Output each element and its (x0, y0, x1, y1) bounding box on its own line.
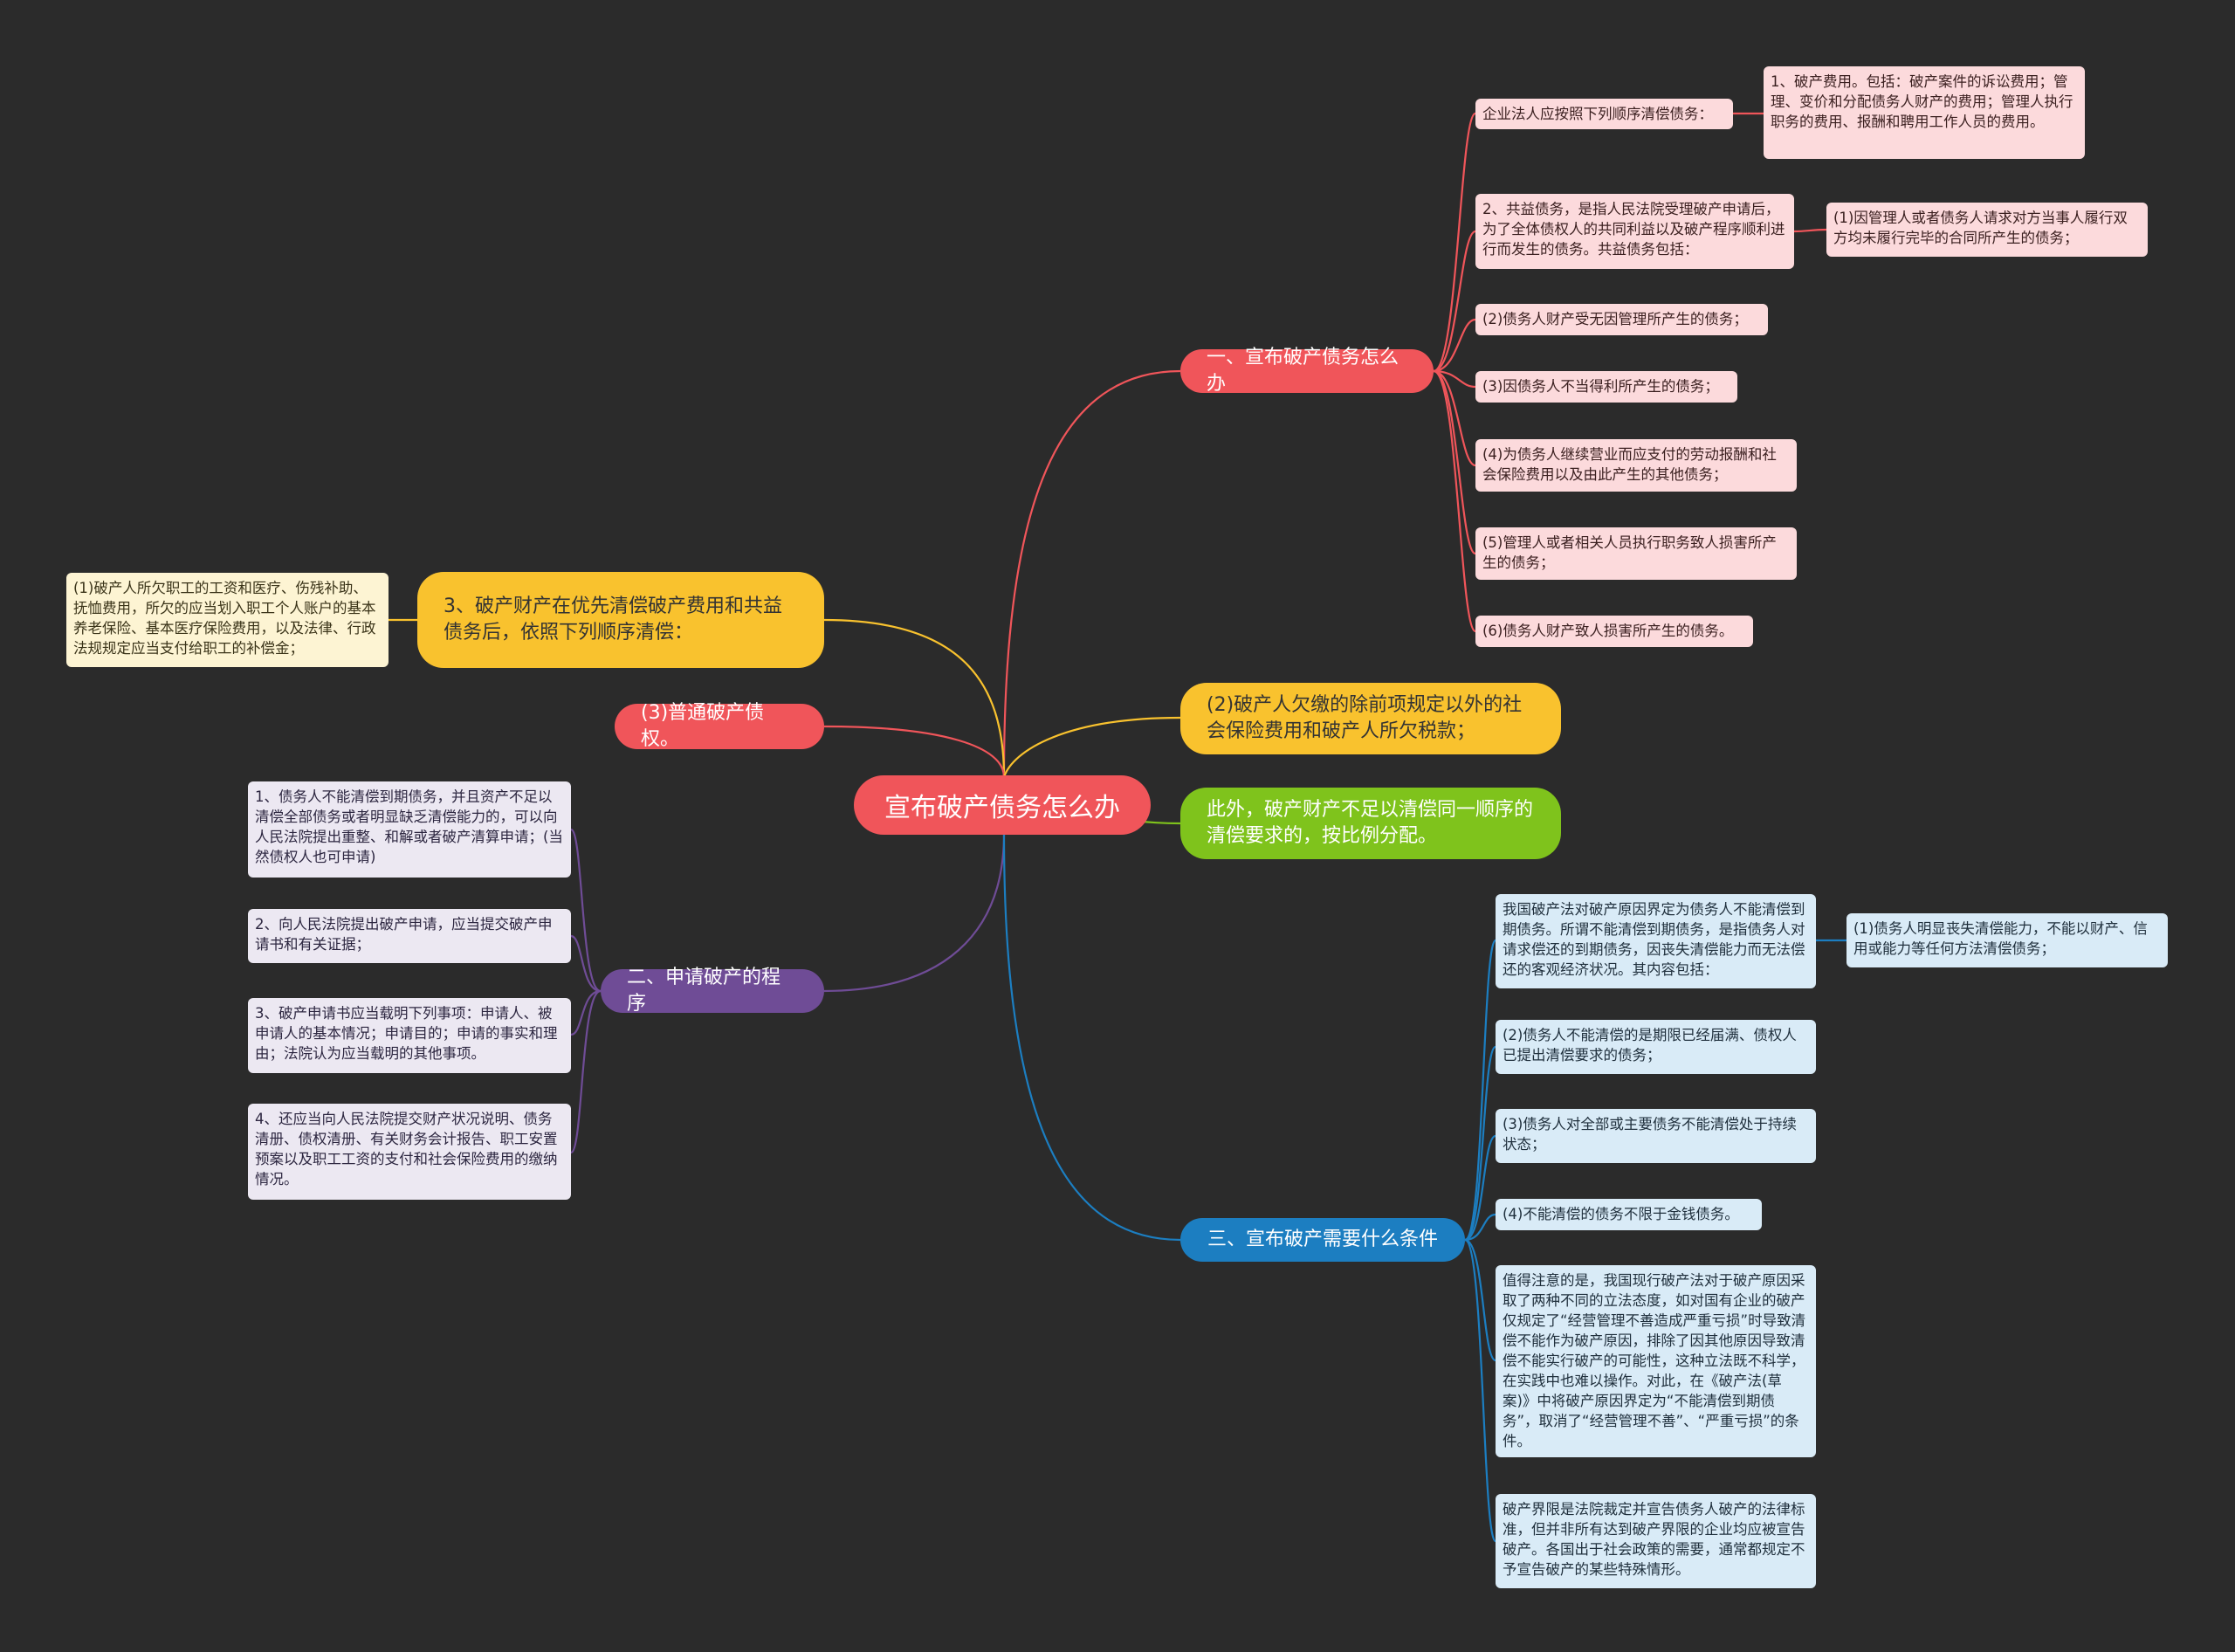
branch-bankruptcy-debts[interactable]: 一、宣布破产债务怎么办 (1180, 347, 1434, 395)
branch-payment-order[interactable]: 3、破产财产在优先清偿破产费用和共益债务后，依照下列顺序清偿： (417, 572, 824, 668)
leaf-b7-5[interactable]: 破产界限是法院裁定并宣告债务人破产的法律标准，但并非所有达到破产界限的企业均应被… (1496, 1494, 1816, 1588)
branch-ordinary-claims[interactable]: (3)普通破产债权。 (615, 702, 824, 750)
leaf-b1-4[interactable]: (4)为债务人继续营业而应支付的劳动报酬和社会保险费用以及由此产生的其他债务； (1475, 439, 1797, 492)
leaf-b6-3[interactable]: 4、还应当向人民法院提交财产状况说明、债务清册、债权清册、有关财务会计报告、职工… (248, 1104, 571, 1200)
leaf-b1-6[interactable]: (6)债务人财产致人损害所产生的债务。 (1475, 616, 1753, 647)
root-topic-label: 宣布破产债务怎么办 (884, 793, 1120, 823)
root-topic[interactable]: 宣布破产债务怎么办 (854, 775, 1151, 835)
branch-bankruptcy-conditions[interactable]: 三、宣布破产需要什么条件 (1180, 1218, 1465, 1262)
link-root-branch7 (1002, 833, 1181, 1242)
leaf-b1-sub-0[interactable]: 1、破产费用。包括：破产案件的诉讼费用；管理、变价和分配债务人财产的费用；管理人… (1764, 66, 2085, 159)
link-root-branch2 (823, 618, 1006, 778)
branch1-links (1433, 112, 1827, 633)
link-root-branch4 (1002, 716, 1181, 778)
leaf-b7-3[interactable]: (4)不能清偿的债务不限于金钱债务。 (1496, 1199, 1762, 1230)
leaf-b7-2[interactable]: (3)债务人对全部或主要债务不能清偿处于持续状态； (1496, 1109, 1816, 1163)
leaf-b6-2[interactable]: 3、破产申请书应当载明下列事项：申请人、被申请人的基本情况；申请目的；申请的事实… (248, 998, 571, 1073)
leaf-b7-sub-0[interactable]: (1)债务人明显丧失清偿能力，不能以财产、信用或能力等任何方法清偿债务； (1846, 913, 2168, 967)
leaf-b1-5[interactable]: (5)管理人或者相关人员执行职务致人损害所产生的债务； (1475, 527, 1797, 580)
branch-ordinary-claims-label: (3)普通破产债权。 (641, 702, 765, 750)
branch-proportional[interactable]: 此外，破产财产不足以清偿同一顺序的清偿要求的，按比例分配。 (1180, 788, 1561, 859)
leaf-b6-0[interactable]: 1、债务人不能清偿到期债务，并且资产不足以清偿全部债务或者明显缺乏清偿能力的，可… (248, 781, 571, 878)
branch-application-procedure[interactable]: 二、申请破产的程序 (601, 967, 824, 1015)
branch-proportional-label: 此外，破产财产不足以清偿同一顺序的清偿要求的，按比例分配。 (1207, 799, 1534, 847)
branch7-links (1463, 939, 1846, 1543)
leaf-b6-1[interactable]: 2、向人民法院提出破产申请，应当提交破产申请书和有关证据； (248, 909, 571, 963)
link-root-branch3 (823, 725, 1006, 778)
leaf-b7-1[interactable]: (2)债务人不能清偿的是期限已经届满、债权人已提出清偿要求的债务； (1496, 1020, 1816, 1074)
leaf-b1-1[interactable]: 2、共益债务，是指人民法院受理破产申请后，为了全体债权人的共同利益以及破产程序顺… (1475, 194, 1794, 269)
branch-payment-order-label: 3、破产财产在优先清偿破产费用和共益债务后，依照下列顺序清偿： (444, 595, 782, 644)
leaf-b1-3[interactable]: (3)因债务人不当得利所产生的债务； (1475, 371, 1737, 403)
leaf-b1-2[interactable]: (2)债务人财产受无因管理所产生的债务； (1475, 304, 1768, 335)
branch-bankruptcy-conditions-label: 三、宣布破产需要什么条件 (1207, 1229, 1438, 1250)
leaf-b7-4[interactable]: 值得注意的是，我国现行破产法对于破产原因采取了两种不同的立法态度，如对国有企业的… (1496, 1265, 1816, 1457)
branch6-links (569, 828, 602, 1154)
branch-bankruptcy-debts-label: 一、宣布破产债务怎么办 (1207, 347, 1399, 395)
branch-application-procedure-label: 二、申请破产的程序 (627, 967, 781, 1015)
link-root-branch6 (823, 833, 1006, 993)
leaf-b2-0[interactable]: (1)破产人所欠职工的工资和医疗、伤残补助、抚恤费用，所欠的应当划入职工个人账户… (66, 573, 389, 667)
leaf-b1-sub-1[interactable]: (1)因管理人或者债务人请求对方当事人履行双方均未履行完毕的合同所产生的债务； (1826, 203, 2148, 257)
leaf-b1-0[interactable]: 企业法人应按照下列顺序清偿债务： (1475, 99, 1733, 129)
branch-social-insurance[interactable]: (2)破产人欠缴的除前项规定以外的社会保险费用和破产人所欠税款； (1180, 683, 1561, 754)
leaf-b7-0[interactable]: 我国破产法对破产原因界定为债务人不能清偿到期债务。所谓不能清偿到期债务，是指债务… (1496, 894, 1816, 988)
link-root-branch1 (1002, 369, 1181, 778)
branch-social-insurance-label: (2)破产人欠缴的除前项规定以外的社会保险费用和破产人所欠税款； (1207, 694, 1523, 742)
